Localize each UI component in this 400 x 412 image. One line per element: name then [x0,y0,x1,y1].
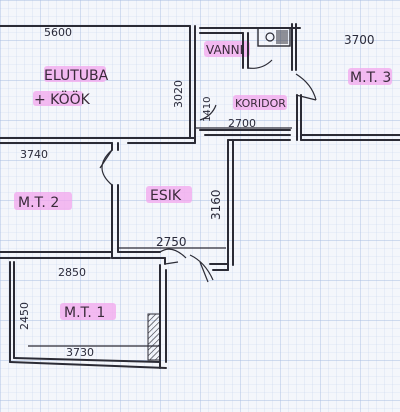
dim-3020: 3020 [172,80,185,108]
room-label-koridor: KORIDOR [235,97,286,110]
room-label-mt2: M.T. 2 [18,195,59,211]
dim-3700: 3700 [344,33,375,47]
door-swings [99,59,317,283]
room-highlights [14,41,392,320]
sink-icon [257,27,291,47]
room-label-kook: + KÖÖK [34,90,91,108]
dim-2700: 2700 [228,117,256,130]
dim-5600: 5600 [44,26,72,39]
dim-2850: 2850 [58,266,86,279]
dim-3730: 3730 [66,346,94,359]
room-label-elutuba: ELUTUBA [44,68,109,84]
room-label-vanni: VANNI [206,43,243,57]
room-label-mt3: M.T. 3 [350,70,391,86]
dim-1410: 1410 [202,97,213,122]
dimension-lines [13,127,292,347]
dim-3740: 3740 [20,148,48,161]
dim-3160: 3160 [209,189,223,220]
hatched-column [147,313,161,361]
dim-2750: 2750 [156,235,187,249]
dim-2450: 2450 [18,302,31,330]
room-label-mt1: M.T. 1 [64,305,105,321]
room-label-esik: ESIK [150,188,182,204]
